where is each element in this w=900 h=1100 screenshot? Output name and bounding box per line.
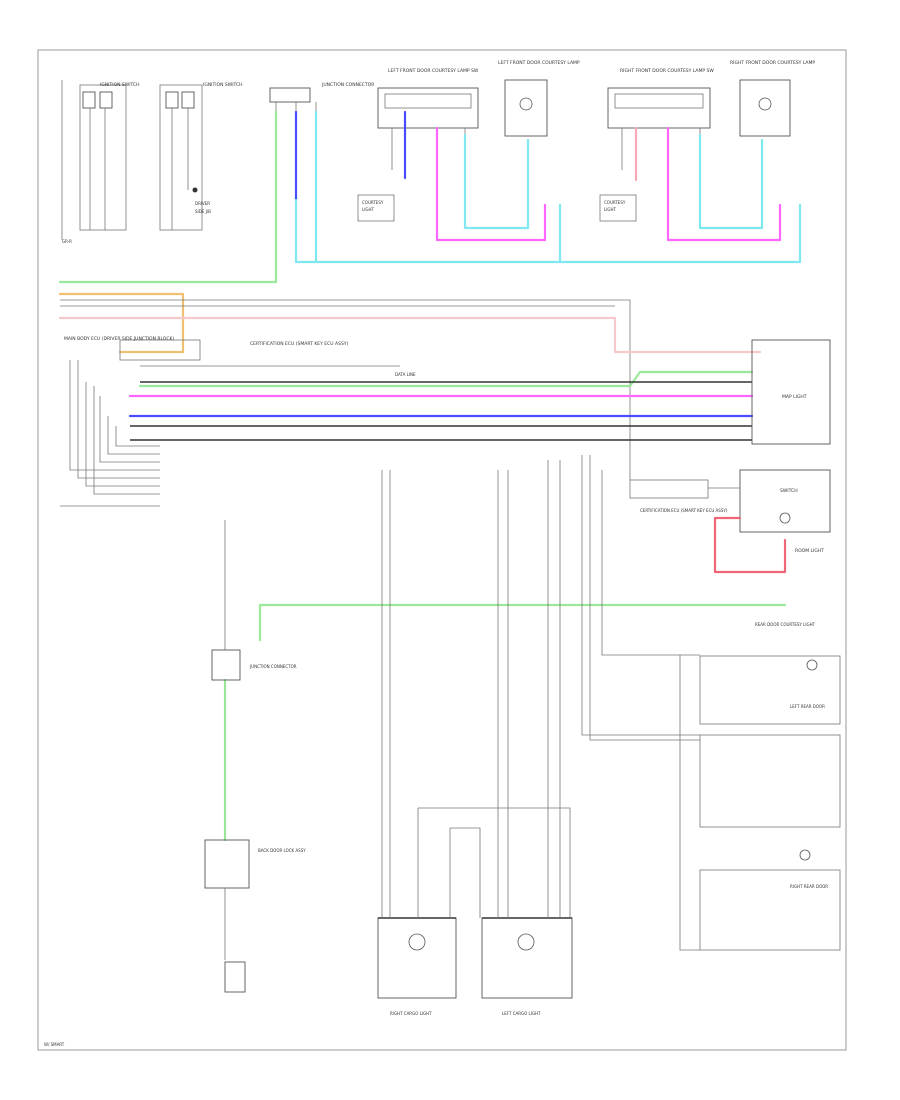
label-top-sw-2: IGNITION SWITCH <box>203 82 243 88</box>
label-switch: SWITCH <box>780 488 798 494</box>
wire-magenta-rf <box>666 126 782 242</box>
main-body-ecu: MAIN BODY ECU (DRIVER SIDE JUNCTION BLOC… <box>64 336 416 377</box>
wire-orange-bus <box>58 292 185 354</box>
wire-cyan-right-lamp <box>698 133 764 230</box>
junction-mid: JUNCTION CONNECTOR <box>211 649 297 681</box>
label-cert-ecu: CERTIFICATION ECU (SMART KEY ECU ASSY) <box>640 508 728 513</box>
wire-green-lower <box>258 603 787 642</box>
svg-text:GR-R: GR-R <box>62 239 72 244</box>
top-left-switches: IGNITION SWITCH IGNITION SWITCH GR-R DRI… <box>61 80 243 244</box>
label-back-door: BACK DOOR LOCK ASSY <box>258 848 306 853</box>
wire-pink-bus <box>58 316 762 354</box>
label-left-cargo: LEFT CARGO LIGHT <box>502 1011 541 1016</box>
wire-cyan-left-lamp <box>463 133 530 230</box>
room-light: SWITCH ROOM LIGHT <box>739 469 831 554</box>
label-map-light: MAP LIGHT <box>782 394 807 400</box>
label-main-body-ecu: MAIN BODY ECU (DRIVER SIDE JUNCTION BLOC… <box>64 336 174 342</box>
wire-red-room <box>713 516 787 574</box>
label-lf-door: LEFT FRONT DOOR COURTESY LAMP SW <box>388 68 479 74</box>
label-right-cargo: RIGHT CARGO LIGHT <box>390 1011 432 1016</box>
svg-text:COURTESY: COURTESY <box>604 200 626 205</box>
label-junction-mid: JUNCTION CONNECTOR <box>249 664 297 669</box>
label-left-rear-door: LEFT REAR DOOR <box>790 704 825 709</box>
right-front-door-group: RIGHT FRONT DOOR COURTESY LAMP SW RIGHT … <box>599 60 815 222</box>
svg-text:LIGHT: LIGHT <box>604 207 617 212</box>
svg-text:LIGHT: LIGHT <box>362 207 375 212</box>
diagram-frame <box>37 49 847 1051</box>
left-fan-wires <box>60 360 160 507</box>
wire-green-bus <box>138 370 754 388</box>
cert-ecu-box: CERTIFICATION ECU (SMART KEY ECU ASSY) <box>629 479 728 513</box>
svg-text:SIDE J/B: SIDE J/B <box>195 209 211 214</box>
footer-label: W/ SMART <box>44 1042 65 1047</box>
lower-right-switches: REAR DOOR COURTESY LIGHT LEFT REAR DOOR … <box>699 622 841 951</box>
map-light: MAP LIGHT <box>751 339 831 445</box>
label-room-light: ROOM LIGHT <box>795 548 824 554</box>
label-cert-ecu-top: CERTIFICATION ECU (SMART KEY ECU ASSY) <box>250 341 349 347</box>
svg-text:COURTESY: COURTESY <box>362 200 384 205</box>
wire-green-top <box>58 110 278 284</box>
label-rear-courtesy: REAR DOOR COURTESY LIGHT <box>755 622 816 627</box>
cargo-lights: RIGHT CARGO LIGHT LEFT CARGO LIGHT <box>377 917 573 1016</box>
cargo-feed-wires <box>381 460 571 918</box>
label-top-junction: JUNCTION CONNECTOR <box>321 82 374 88</box>
lower-right-wires <box>581 455 700 951</box>
label-lf-lamp: LEFT FRONT DOOR COURTESY LAMP <box>498 60 580 66</box>
ground-junction <box>224 961 246 993</box>
top-junction: JUNCTION CONNECTOR <box>269 82 374 120</box>
left-front-door-group: LEFT FRONT DOOR COURTESY LAMP SW LEFT FR… <box>357 60 580 222</box>
svg-text:DATA LINE: DATA LINE <box>395 372 416 377</box>
wire-gray-bus-1 <box>60 299 631 480</box>
wire-magenta-lf <box>435 126 547 242</box>
back-door-switch: BACK DOOR LOCK ASSY <box>204 839 306 889</box>
wire-cyan-top <box>294 198 802 264</box>
label-top-sw-1: IGNITION SWITCH <box>100 82 140 88</box>
svg-text:DRIVER: DRIVER <box>195 201 210 206</box>
label-right-rear-door: RIGHT REAR DOOR <box>790 884 828 889</box>
label-rf-door: RIGHT FRONT DOOR COURTESY LAMP SW <box>620 68 714 74</box>
label-rf-lamp: RIGHT FRONT DOOR COURTESY LAMP <box>730 60 815 66</box>
